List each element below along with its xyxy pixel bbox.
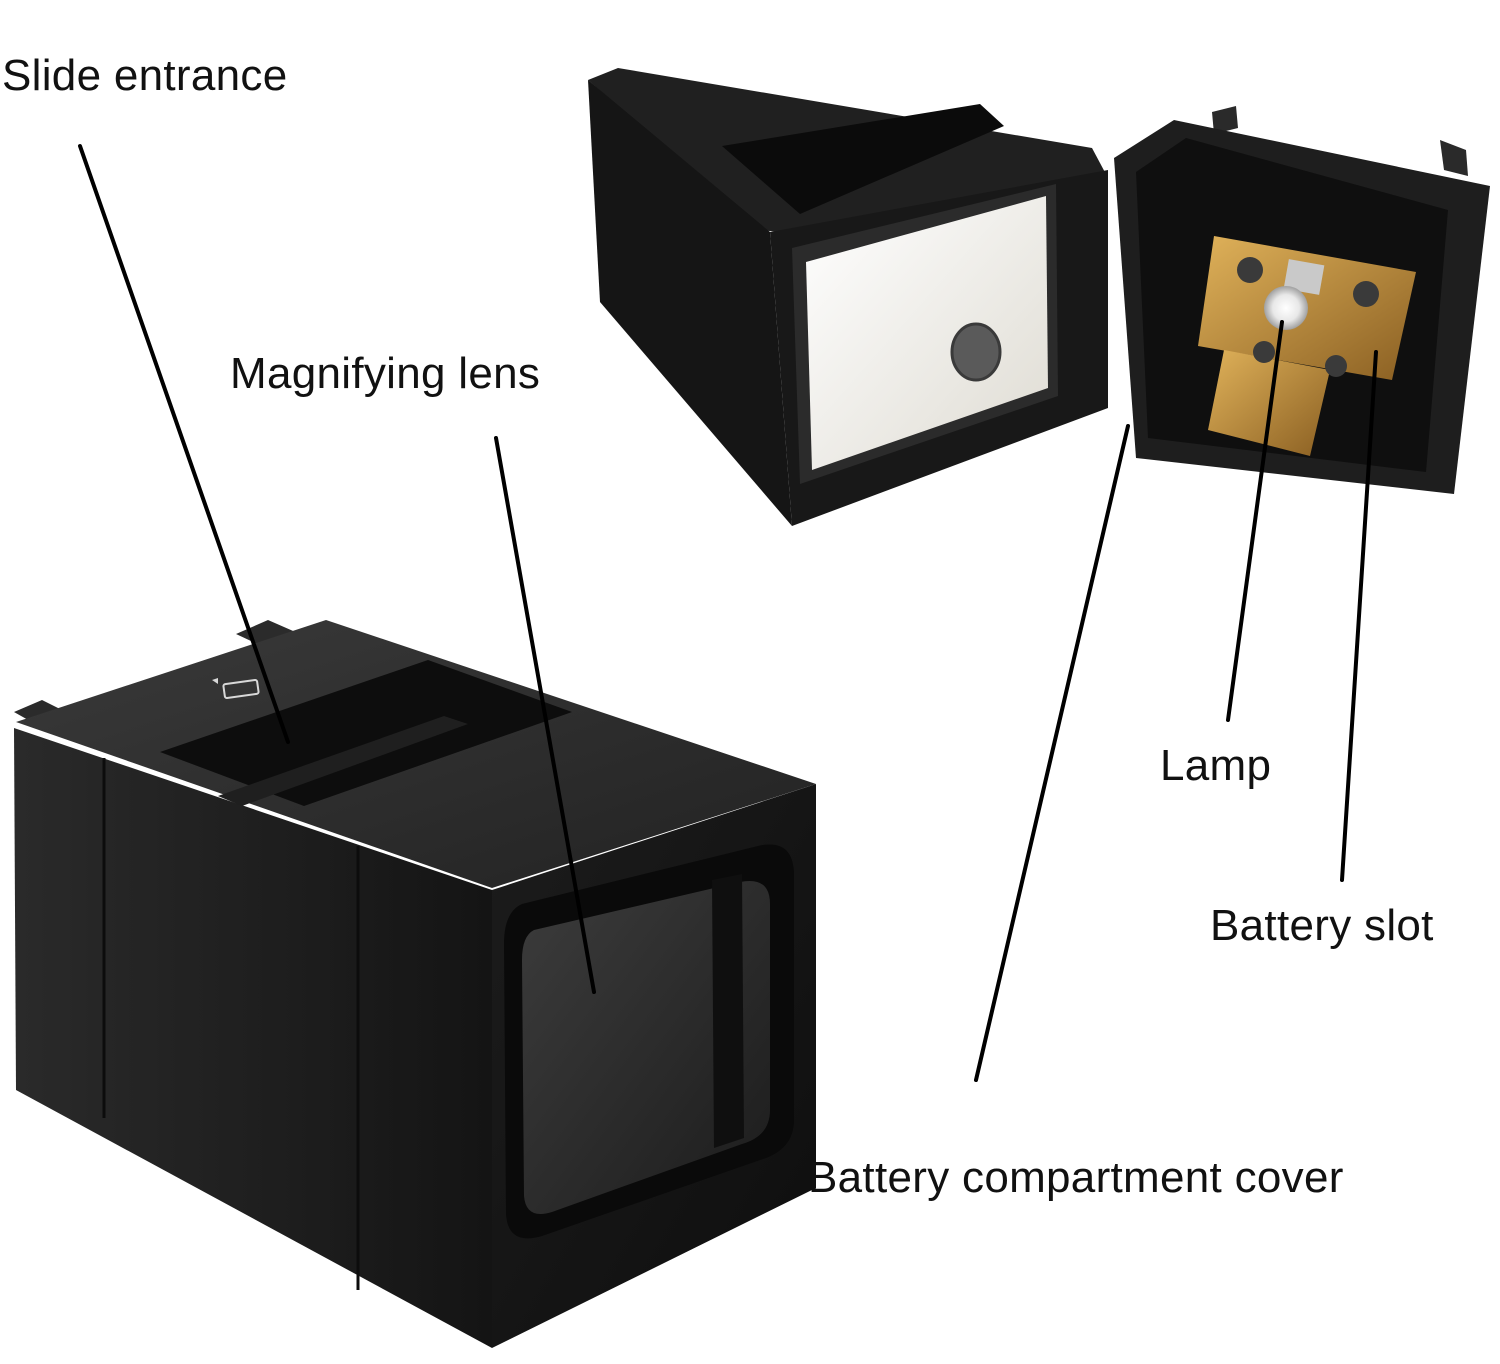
label-slide-entrance: Slide entrance: [2, 51, 288, 100]
battery-compartment-cover: [1114, 106, 1490, 494]
leader-battery-slot: [1340, 350, 1378, 882]
slide-viewer-main: [14, 620, 816, 1348]
leader-lamp: [1226, 320, 1284, 722]
diffuser-port: [950, 322, 1002, 382]
viewer-slide-slot: [160, 660, 572, 806]
slide-viewer-open: [588, 68, 1108, 526]
leader-magnifying-lens: [494, 436, 596, 994]
open-viewer-side: [588, 80, 792, 526]
label-lamp: Lamp: [1160, 741, 1272, 790]
viewer-slot-slit: [218, 716, 468, 806]
leader-battery-compartment-cover: [974, 424, 1130, 1082]
label-magnifying-lens: Magnifying lens: [230, 349, 541, 398]
open-viewer-slot: [722, 104, 1004, 214]
magnifying-lens-glass: [522, 880, 770, 1214]
label-battery-slot: Battery slot: [1210, 901, 1434, 950]
leader-slide-entrance: [78, 144, 290, 744]
label-battery-compartment-cover: Battery compartment cover: [808, 1153, 1344, 1202]
viewer-side-face: [14, 728, 492, 1348]
diffuser-panel: [806, 196, 1048, 470]
lamp-bulb: [1264, 286, 1308, 330]
battery-icon: [212, 678, 260, 700]
leader-lines: [78, 144, 1378, 1082]
